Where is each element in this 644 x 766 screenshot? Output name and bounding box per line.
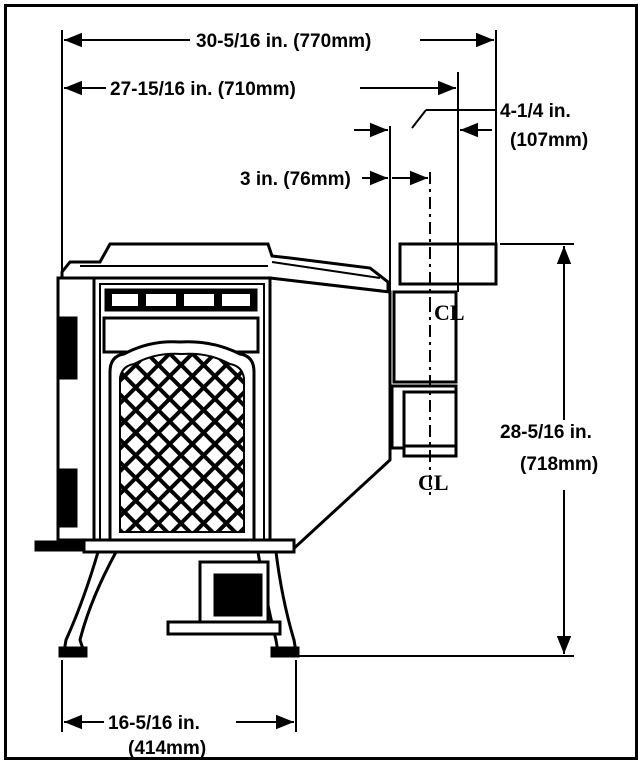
label-leg-span: 16-5/16 in. [108,713,200,734]
label-height: 28-5/16 in. [500,422,592,443]
top-plate-detail [80,261,381,279]
label-overall-width: 30-5/16 in. (770mm) [196,31,371,52]
hinge-upper [58,316,78,380]
centerline-symbol-upper: CL [434,300,465,325]
door-lattice [119,352,245,533]
stove-right-body [268,276,392,554]
ash-tray [166,620,282,636]
dim-offset-a-leader [411,109,427,129]
blower-detail [213,573,263,617]
front-leg [62,550,119,654]
front-vent-window [104,288,258,312]
stove-base-band [82,538,296,554]
leg-foot-front [58,646,88,658]
leg-foot-rear [270,646,300,658]
stove-drawing [34,242,498,658]
dimension-lines [61,30,574,732]
label-flue-offset-b: 3 in. (76mm) [240,169,351,190]
label-flue-offset-a-mm: (107mm) [510,130,588,151]
centerline-symbol-lower: CL [418,470,449,495]
label-flue-offset-a: 4-1/4 in. [500,101,571,122]
label-height-mm: (718mm) [520,454,598,475]
label-flue-center-width: 27-15/16 in. (710mm) [110,79,296,100]
label-leg-span-mm: (414mm) [128,738,206,759]
flue-collar-upper [392,290,458,384]
hinge-lower [58,468,78,528]
vent-top-cap [398,242,498,286]
